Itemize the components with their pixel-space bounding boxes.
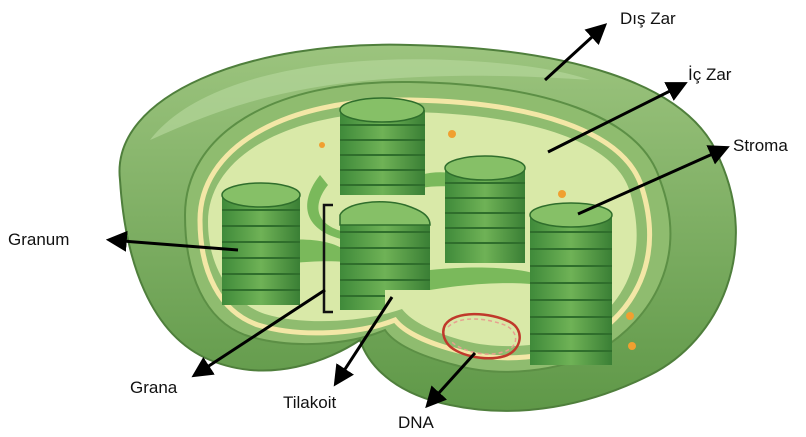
label-outer-membrane: Dış Zar	[620, 9, 676, 28]
label-stroma: Stroma	[733, 136, 788, 155]
label-granum: Granum	[8, 230, 69, 249]
label-inner-membrane: İç Zar	[688, 65, 732, 84]
granum-stack-back	[340, 98, 425, 195]
label-grana: Grana	[130, 378, 178, 397]
granum-stack-right	[530, 203, 612, 365]
label-dna: DNA	[398, 413, 435, 432]
label-thylakoid: Tilakoit	[283, 393, 336, 412]
granum-stack-left	[222, 183, 300, 305]
granum-stack-center	[445, 156, 525, 263]
